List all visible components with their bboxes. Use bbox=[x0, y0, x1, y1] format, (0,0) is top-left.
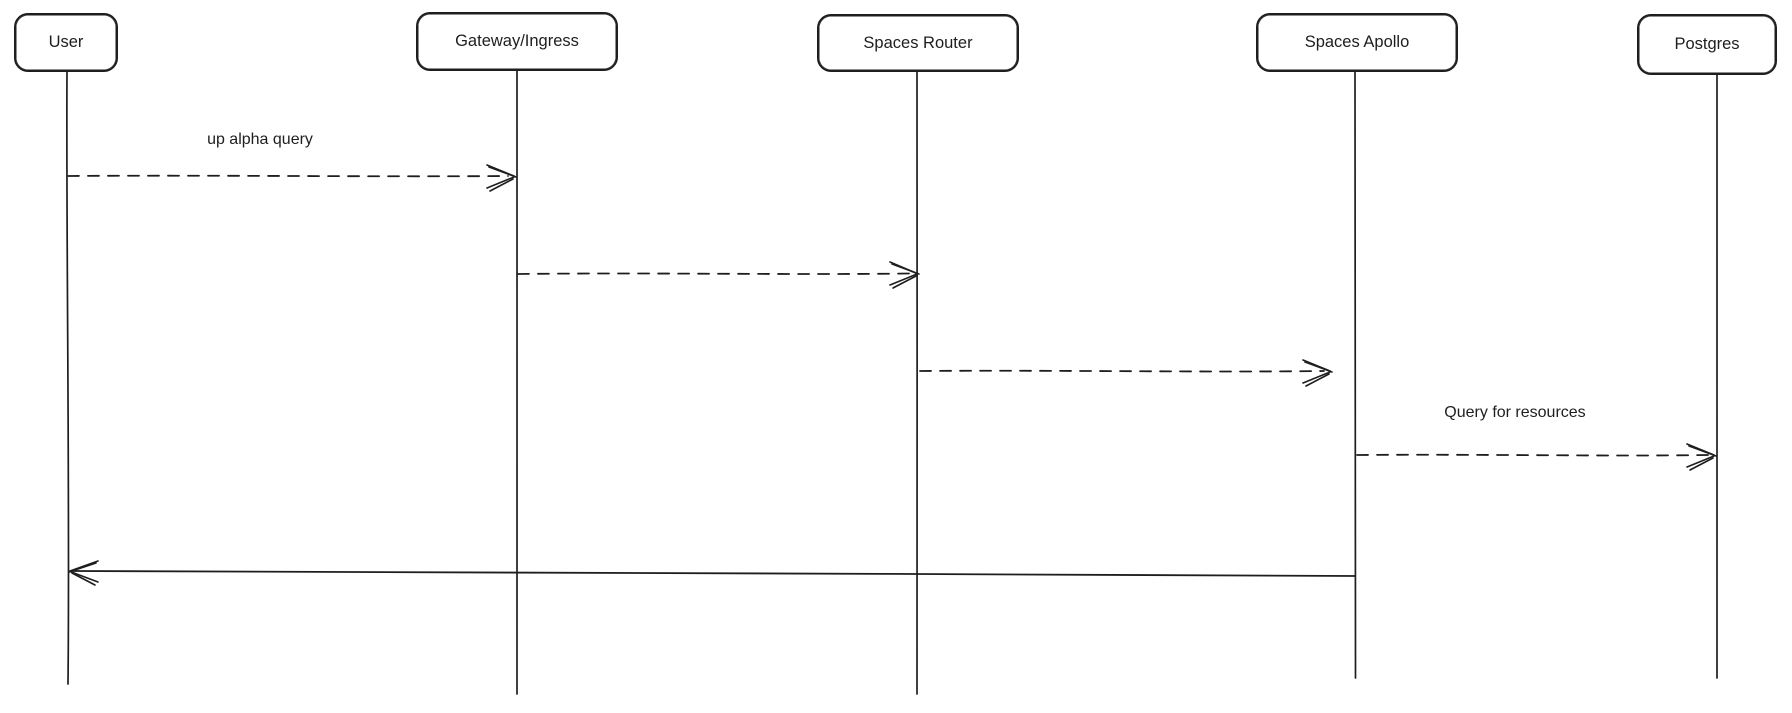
message-1-arrowhead bbox=[486, 164, 517, 192]
lifeline-postgres bbox=[1715, 74, 1719, 679]
message-1-line bbox=[67, 174, 509, 178]
message-4-line bbox=[1356, 453, 1709, 457]
message-4-label: Query for resources bbox=[1444, 404, 1586, 421]
message-1-label: up alpha query bbox=[207, 131, 313, 148]
actor-gateway-ingress: Gateway/Ingress bbox=[416, 12, 618, 71]
lifeline-spaces-router bbox=[915, 71, 919, 695]
actor-user-label: User bbox=[48, 33, 84, 52]
message-2-arrowhead bbox=[889, 261, 920, 289]
message-5-line bbox=[70, 570, 1356, 577]
message-5-arrowhead bbox=[68, 560, 99, 586]
actor-postgres-label: Postgres bbox=[1674, 35, 1740, 54]
actor-spaces-apollo: Spaces Apollo bbox=[1256, 13, 1458, 72]
actor-postgres: Postgres bbox=[1637, 14, 1777, 75]
message-2-line bbox=[517, 272, 911, 275]
lifeline-spaces-apollo bbox=[1353, 71, 1357, 679]
actor-spaces-apollo-label: Spaces Apollo bbox=[1304, 33, 1410, 52]
actor-gateway-ingress-label: Gateway/Ingress bbox=[455, 32, 579, 51]
message-3-line bbox=[919, 369, 1325, 373]
lifeline-user bbox=[65, 71, 70, 685]
message-3-arrowhead bbox=[1302, 359, 1333, 387]
actor-user: User bbox=[14, 13, 118, 72]
message-4-arrowhead bbox=[1686, 443, 1717, 471]
lifeline-gateway-ingress bbox=[515, 70, 519, 695]
actor-spaces-router-label: Spaces Router bbox=[863, 33, 973, 52]
actor-spaces-router: Spaces Router bbox=[817, 14, 1019, 72]
